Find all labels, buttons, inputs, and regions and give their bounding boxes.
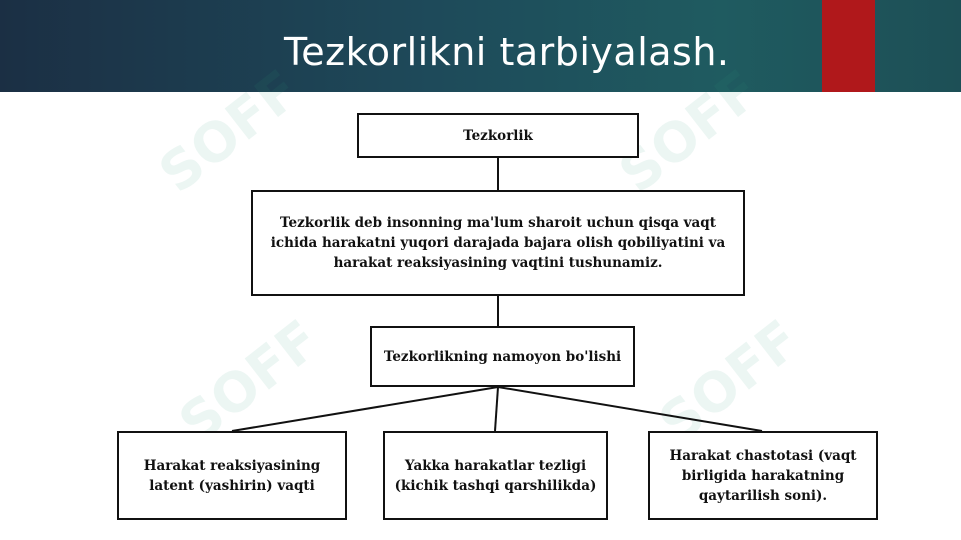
leaf-node-single-movement-speed: Yakka harakatlar tezligi (kichik tashqi … xyxy=(383,431,608,520)
connector-to-leaf-1 xyxy=(231,386,499,432)
connector-to-leaf-2 xyxy=(494,386,499,432)
red-accent-bar xyxy=(822,0,875,92)
leaf-node-latent-time: Harakat reaksiyasining latent (yashirin)… xyxy=(117,431,347,520)
manifestation-node-box: Tezkorlikning namoyon bo'lishi xyxy=(370,326,635,387)
leaf-node-movement-frequency: Harakat chastotasi (vaqt birligida harak… xyxy=(648,431,878,520)
connector-to-leaf-3 xyxy=(497,386,763,432)
title-bar xyxy=(0,0,961,92)
definition-node-box: Tezkorlik deb insonning ma'lum sharoit u… xyxy=(251,190,745,296)
slide-title: Tezkorlikni tarbiyalash. xyxy=(284,30,730,74)
root-node-box: Tezkorlik xyxy=(357,113,639,158)
